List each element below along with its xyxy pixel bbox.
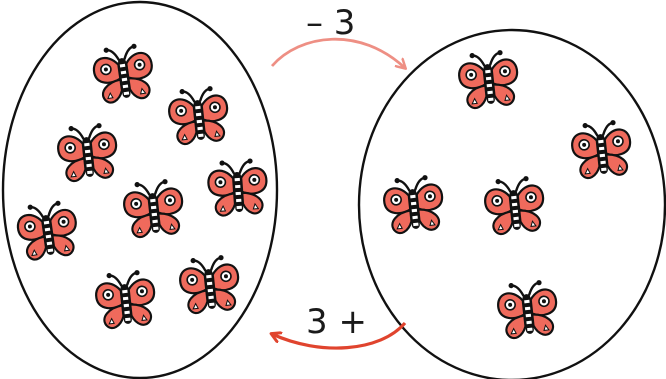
top-transfer-label: – 3 xyxy=(306,3,356,43)
bottom-transfer-label: 3 + xyxy=(306,302,367,342)
left-set-ellipse xyxy=(1,0,279,379)
butterfly-icon xyxy=(568,117,635,181)
butterfly-icon xyxy=(380,172,447,236)
butterfly-icon xyxy=(13,197,82,263)
butterfly-icon xyxy=(205,156,270,218)
arrow-right-icon xyxy=(270,37,405,68)
butterfly-icon xyxy=(481,173,548,237)
butterfly-icon xyxy=(89,40,158,106)
butterfly-icon xyxy=(54,120,121,184)
right-set-ellipse xyxy=(357,28,666,379)
butterfly-icon xyxy=(92,267,159,331)
butterfly-icon xyxy=(494,277,561,341)
arrow-left-icon xyxy=(272,321,407,350)
butterfly-icon xyxy=(120,176,187,240)
butterfly-icon xyxy=(176,252,243,316)
butterfly-icon xyxy=(165,83,232,147)
butterfly-icon xyxy=(455,47,522,111)
